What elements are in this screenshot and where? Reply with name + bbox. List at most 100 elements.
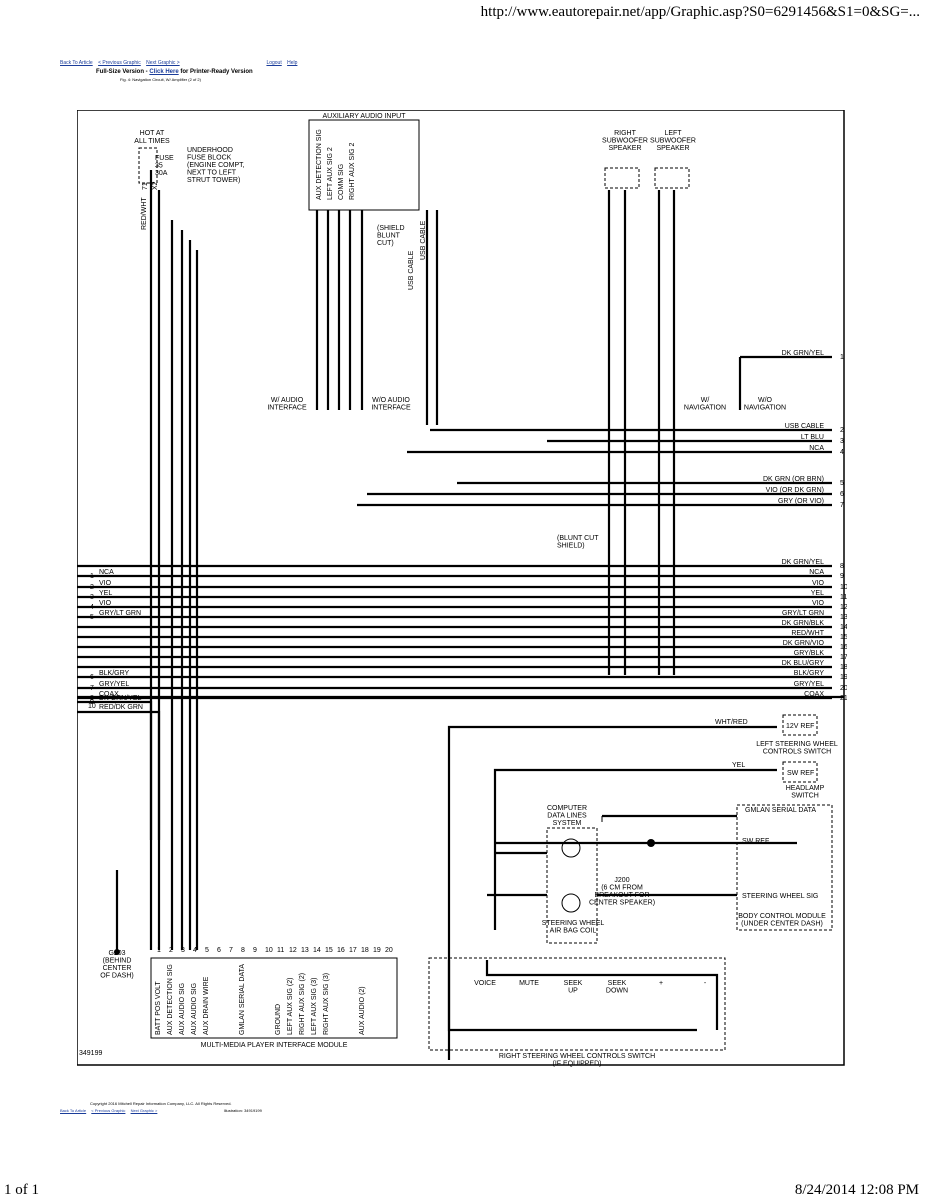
wire [493,768,777,930]
right-row-number: 15 [840,634,847,641]
module-pin-number: 11 [277,947,284,954]
right-row-number: 13 [840,614,847,621]
left-row-label: DK GRN/YEL [99,695,142,702]
right-row-label: DK GRN/YEL [782,559,825,566]
left-row-number: 6 [90,674,94,681]
fullsize-text: Full-Size Version - [96,69,150,75]
module-pin-label: AUX DETECTION SIG [167,964,174,1035]
wire-label: YEL [732,762,745,769]
right-row-label: NCA [809,445,824,452]
right-row-label: GRY/BLK [794,650,825,657]
left-row-number: 8 [90,695,94,702]
right-row-label: DK BLU/GRY [782,660,825,667]
module-pin-number: 10 [265,947,273,954]
copyright: Copyright 2016 Mitchell Repair Informati… [90,1101,232,1106]
wire-label: WHT/RED [715,719,748,726]
right-row-number: 16 [840,644,847,651]
right-steering-switch-label: RIGHT STEERING WHEEL CONTROLS SWITCH(IF … [499,1053,655,1068]
steering-button-label: VOICE [474,980,496,987]
right-row-number: 11 [840,594,847,601]
aux-pin-label: LEFT AUX SIG 2 [327,147,334,200]
back-to-article-link[interactable]: Back To Article [60,60,93,66]
right-row-label: NCA [809,569,824,576]
wire [447,725,777,1060]
right-row-label: COAX [804,691,824,698]
next-graphic-link[interactable]: Next Graphic > [146,60,180,66]
right-row-label: LT BLU [801,434,824,441]
module-pin-number: 16 [337,947,345,954]
left-row-label: GRY/LT GRN [99,610,141,617]
wire-label: USB CABLE [408,250,415,290]
module-pin-label: GMLAN SERIAL DATA [239,964,246,1035]
right-row-number: 2 [840,427,844,434]
airbag-coil-upper [561,838,581,858]
help-link[interactable]: Help [287,60,298,66]
gmlan-label: GMLAN SERIAL DATA [745,807,816,814]
12v-ref-label: 12V REF [786,723,814,730]
previous-graphic-link[interactable]: < Previous Graphic [98,60,141,66]
ground [114,949,120,955]
12v-ref-box [782,714,818,736]
airbag-coil-box [546,827,598,944]
right-row-label: VIO (OR DK GRN) [766,487,824,494]
module-pin-number: 20 [385,947,393,954]
right-row-label: DK GRN (OR BRN) [763,476,824,483]
bottom-back-link[interactable]: Back To Article [60,1108,87,1113]
bottom-navigation: Back To Article < Previous Graphic Next … [60,1108,262,1113]
right-row-label: USB CABLE [785,423,825,430]
right-row-number: 21 [840,695,847,702]
module-pin-label: AUX AUDIO SIG [191,983,198,1035]
left-row-number: 5 [90,614,94,621]
aux-pin-label: COMM SIG [338,164,345,200]
right-steering-switch-box [428,957,726,1051]
module-pin-label: RIGHT AUX SIG (3) [323,973,330,1035]
right-row-label: DK GRN/YEL [782,350,825,357]
right-row-label: DK GRN/BLK [782,620,825,627]
right-row-number: 6 [840,491,844,498]
illustration-id: Illustration: 34919199 [223,1108,262,1113]
bottom-prev-link[interactable]: < Previous Graphic [91,1108,126,1113]
right-row-label: RED/WHT [791,630,824,637]
logout-link[interactable]: Logout [266,60,282,66]
left-row-label: YEL [99,590,112,597]
aux-pin-label: RIGHT AUX SIG 2 [349,142,356,200]
module-pin-number: 7 [229,947,233,954]
module-pin-number: 15 [325,947,333,954]
bottom-next-link[interactable]: Next Graphic > [130,1108,158,1113]
click-here-link[interactable]: Click Here [149,69,179,75]
module-pin-label: LEFT AUX SIG (2) [287,978,294,1035]
aux-input-box [308,119,420,211]
module-pin-label: LEFT AUX SIG (3) [311,978,318,1035]
left-row-label: VIO [99,580,112,587]
page-number: 1 of 1 [4,1182,39,1198]
left-subwoofer [654,167,690,189]
right-row-number: 4 [840,449,844,456]
left-row-number: 3 [90,594,94,601]
module-pin-number: 8 [241,947,245,954]
module-pin-number: 17 [349,947,357,954]
module-pin-label: AUX DRAIN WIRE [203,976,210,1035]
multimedia-module-label: MULTI-MEDIA PLAYER INTERFACE MODULE [201,1042,348,1049]
multimedia-module-box [150,957,398,1039]
page-url: http://www.eautorepair.net/app/Graphic.a… [480,4,920,20]
steering-wheel-sig-label: STEERING WHEEL SIG [742,893,818,900]
fuse-block-outline [138,147,158,184]
wire [485,960,719,1030]
right-row-number: 7 [840,502,844,509]
